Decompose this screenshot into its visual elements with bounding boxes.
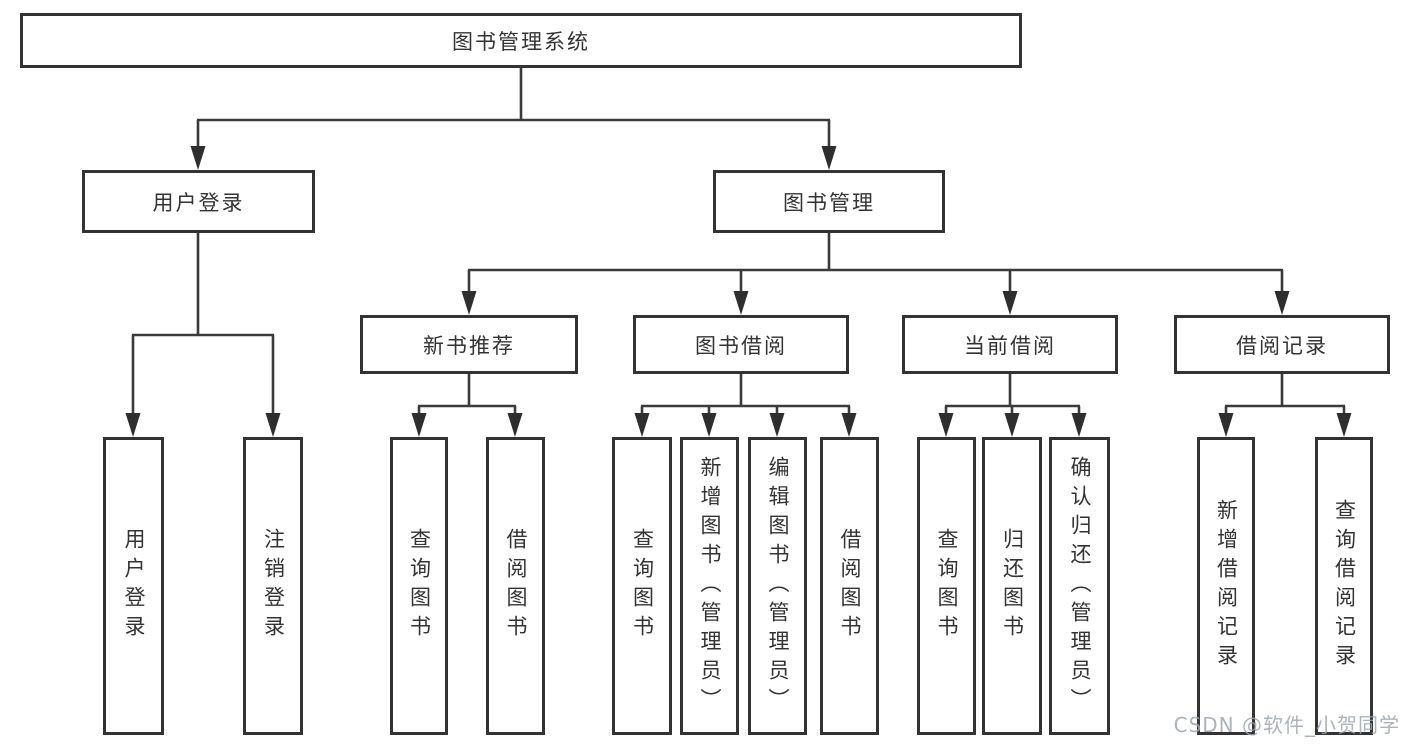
leaf-nbr-borrow-books: 借阅图书 xyxy=(486,437,545,735)
leaf-cb-return-books: 归还图书 xyxy=(982,437,1042,735)
leaf-logout: 注销登录 xyxy=(243,437,303,735)
leaf-nbr-query-books: 查询图书 xyxy=(390,437,448,735)
leaf-bb-add-books-admin: 新增图书（管理员） xyxy=(680,437,739,735)
leaf-br-add-record: 新增借阅记录 xyxy=(1197,437,1255,735)
node-user-login-branch: 用户登录 xyxy=(82,170,315,233)
node-root: 图书管理系统 xyxy=(20,13,1022,68)
leaf-user-login: 用户登录 xyxy=(103,437,164,735)
leaf-bb-borrow-books: 借阅图书 xyxy=(820,437,879,735)
arrowhead-icons xyxy=(125,146,1352,437)
node-borrowing-records: 借阅记录 xyxy=(1174,315,1390,374)
leaf-cb-query-books: 查询图书 xyxy=(917,437,976,735)
leaf-bb-edit-books-admin: 编辑图书（管理员） xyxy=(748,437,807,735)
leaf-br-query-record: 查询借阅记录 xyxy=(1315,437,1373,735)
node-new-book-recommendation: 新书推荐 xyxy=(360,315,578,374)
node-book-management-branch: 图书管理 xyxy=(713,170,945,233)
node-current-borrowing: 当前借阅 xyxy=(902,315,1118,374)
node-book-borrowing: 图书借阅 xyxy=(633,315,849,374)
leaf-cb-confirm-return-admin: 确认归还（管理员） xyxy=(1049,437,1110,735)
leaf-bb-query-books: 查询图书 xyxy=(612,437,672,735)
